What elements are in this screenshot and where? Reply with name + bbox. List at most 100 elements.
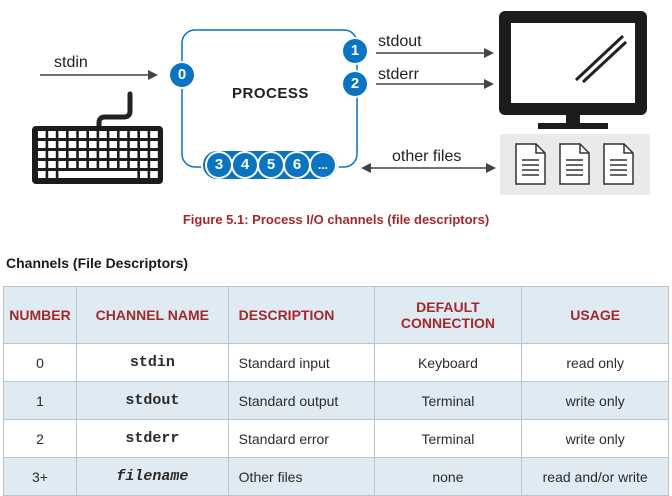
document-icon [515, 143, 546, 185]
keyboard-key [48, 151, 56, 158]
header-default-line1: DEFAULT [416, 299, 480, 315]
keyboard-key [109, 151, 117, 158]
keyboard-key [140, 161, 148, 168]
keyboard-key [109, 161, 117, 168]
keyboard-key [140, 131, 148, 138]
keyboard-key [58, 161, 66, 168]
keyboard-key [150, 131, 158, 138]
keyboard-key [78, 131, 87, 138]
header-description: DESCRIPTION [227, 286, 375, 344]
keyboard-key [58, 171, 138, 178]
io-diagram: PROCESS stdin stdout stderr other files … [0, 0, 672, 200]
header-default-line2: CONNECTION [400, 315, 495, 331]
keyboard-key [89, 151, 97, 158]
keyboard-key [68, 141, 77, 148]
other-files-label: other files [392, 148, 462, 165]
keyboard-key [68, 161, 77, 168]
cell-usage: write only [521, 419, 669, 458]
cell-default: Terminal [373, 381, 523, 420]
table-row: 3+ filename Other files none read and/or… [3, 457, 669, 496]
cell-default: Keyboard [373, 343, 523, 382]
keyboard-key [150, 171, 158, 178]
keyboard-key [129, 161, 138, 168]
figure-caption: Figure 5.1: Process I/O channels (file d… [182, 212, 490, 227]
fd-0-badge: 0 [170, 63, 194, 87]
cell-channel: filename [75, 457, 229, 496]
fd-6-badge: 6 [285, 153, 309, 177]
fd-3-badge: 3 [207, 153, 231, 177]
cell-number: 3+ [3, 457, 77, 496]
keyboard-key [58, 151, 66, 158]
cell-description: Standard input [227, 343, 375, 382]
fd-1-badge: 1 [343, 39, 367, 63]
keyboard-key [78, 161, 87, 168]
table-row: 0 stdin Standard input Keyboard read onl… [3, 343, 669, 382]
table-header-row: NUMBER CHANNEL NAME DESCRIPTION DEFAULT … [3, 286, 669, 344]
stderr-label: stderr [378, 66, 419, 83]
keyboard-key [99, 131, 107, 138]
keyboard-key [150, 141, 158, 148]
keyboard-key [109, 131, 117, 138]
keyboard-key [68, 151, 77, 158]
header-usage: USAGE [521, 286, 669, 344]
header-default-connection: DEFAULT CONNECTION [373, 286, 523, 344]
cell-default: none [373, 457, 523, 496]
keyboard-icon [32, 91, 163, 184]
cell-number: 2 [3, 419, 77, 458]
header-number: NUMBER [3, 286, 77, 344]
keyboard-key [38, 171, 46, 178]
keyboard-key [78, 151, 87, 158]
keyboard-key [48, 141, 56, 148]
keyboard-key [89, 131, 97, 138]
keyboard-key [58, 141, 66, 148]
cell-channel: stderr [75, 419, 229, 458]
keyboard-key [38, 151, 46, 158]
cell-number: 1 [3, 381, 77, 420]
keyboard-key [140, 141, 148, 148]
keyboard-key [99, 161, 107, 168]
cell-description: Standard error [227, 419, 375, 458]
cell-usage: read and/or write [521, 457, 669, 496]
fd-4-badge: 4 [233, 153, 257, 177]
document-icon [559, 143, 590, 185]
keyboard-key [48, 171, 56, 178]
keyboard-key [119, 141, 128, 148]
keyboard-key [129, 151, 138, 158]
keyboard-key [129, 141, 138, 148]
stdin-label: stdin [54, 54, 88, 71]
document-icon [603, 143, 634, 185]
process-label: PROCESS [232, 85, 309, 102]
fd-5-badge: 5 [259, 153, 283, 177]
keyboard-key [119, 131, 128, 138]
section-title: Channels (File Descriptors) [6, 255, 189, 271]
keyboard-key [89, 161, 97, 168]
keyboard-key [109, 141, 117, 148]
keyboard-key [150, 151, 158, 158]
cell-usage: write only [521, 381, 669, 420]
keyboard-key [99, 151, 107, 158]
cell-usage: read only [521, 343, 669, 382]
cell-description: Other files [227, 457, 375, 496]
keyboard-key [140, 171, 148, 178]
keyboard-key [38, 161, 46, 168]
table-row: 1 stdout Standard output Terminal write … [3, 381, 669, 420]
keyboard-key [99, 141, 107, 148]
keyboard-key [38, 141, 46, 148]
keyboard-key [48, 131, 56, 138]
keyboard-key [48, 161, 56, 168]
cell-default: Terminal [373, 419, 523, 458]
keyboard-key [68, 131, 77, 138]
stdout-label: stdout [378, 33, 422, 50]
keyboard-key [78, 141, 87, 148]
keyboard-key [38, 131, 46, 138]
channels-table: NUMBER CHANNEL NAME DESCRIPTION DEFAULT … [3, 286, 669, 496]
fd-2-badge: 2 [343, 72, 367, 96]
fd-more-badge: ... [311, 153, 335, 177]
cell-channel: stdin [75, 343, 229, 382]
cell-number: 0 [3, 343, 77, 382]
table-row: 2 stderr Standard error Terminal write o… [3, 419, 669, 458]
diagram-graphics [32, 11, 650, 195]
cell-channel: stdout [75, 381, 229, 420]
keyboard-key [150, 161, 158, 168]
keyboard-key [58, 131, 66, 138]
